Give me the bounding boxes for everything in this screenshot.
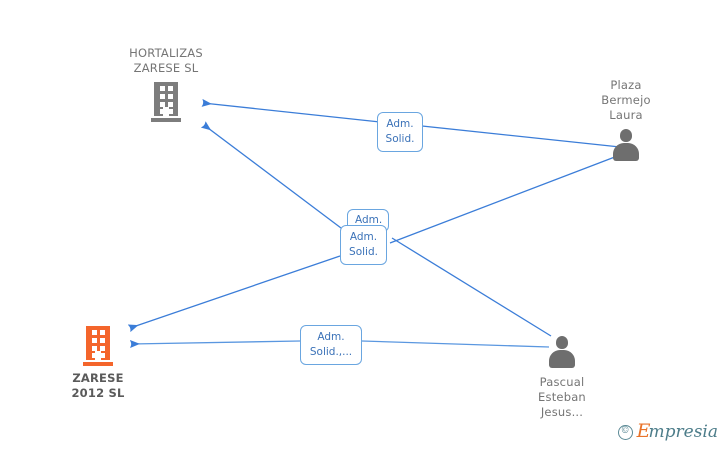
person-icon[interactable]: [547, 336, 577, 370]
node-label-pascual-esteban-jesus: Pascual Esteban Jesus...: [538, 375, 586, 419]
node-label-plaza-bermejo-laura: Plaza Bermejo Laura: [601, 78, 651, 122]
node-label-hortalizas: HORTALIZAS ZARESE SL: [129, 46, 203, 75]
node-plaza-bermejo-laura[interactable]: Plaza Bermejo Laura: [582, 78, 670, 163]
building-icon[interactable]: [83, 326, 113, 366]
edge-label-bottom[interactable]: Adm. Solid.,...: [300, 325, 362, 365]
brand-initial: E: [636, 420, 651, 442]
edge-pascual-zarese2012[interactable]: [129, 340, 550, 349]
node-pascual-esteban-jesus[interactable]: Pascual Esteban Jesus...: [518, 336, 606, 420]
edge-laura-hortalizas[interactable]: [201, 98, 621, 148]
edge-label-center-front[interactable]: Adm. Solid.: [340, 225, 387, 265]
building-icon[interactable]: [151, 82, 181, 122]
brand-name: mpresia: [648, 422, 719, 442]
node-hortalizas-zarese-sl[interactable]: HORTALIZAS ZARESE SL: [118, 46, 214, 122]
node-zarese-2012-sl[interactable]: ZARESE 2012 SL: [54, 326, 142, 401]
person-icon[interactable]: [611, 129, 641, 163]
edge-label-top[interactable]: Adm. Solid.: [377, 112, 423, 152]
copyright-icon: ©: [617, 424, 633, 440]
edge-laura-zarese2012[interactable]: [127, 154, 621, 333]
node-label-zarese-2012: ZARESE 2012 SL: [71, 371, 125, 400]
edge-pascual-hortalizas[interactable]: [200, 121, 552, 337]
empresia-watermark: © E mpresia: [617, 420, 719, 442]
